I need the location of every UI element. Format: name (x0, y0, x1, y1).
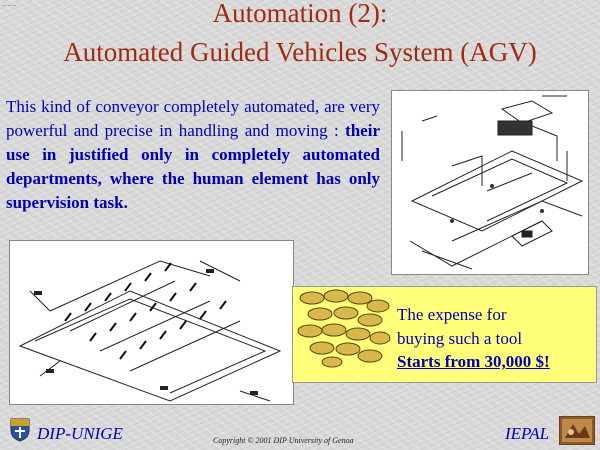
footer-iepal: IEPAL (505, 424, 550, 443)
page-title-line1: Automation (2): (212, 0, 388, 28)
body-text-regular: This kind of conveyor completely automat… (6, 97, 380, 140)
body-paragraph: This kind of conveyor completely automat… (6, 95, 380, 215)
coins-icon (296, 286, 391, 368)
cost-note-line2: buying such a tool (397, 329, 523, 348)
corner-tiny-label: — — — (2, 3, 17, 8)
iepal-logo-icon (558, 415, 596, 446)
cost-note-line3: Starts from 30,000 $! (397, 352, 550, 371)
agv-layout-figure-small (391, 90, 589, 275)
footer-copyright: Copyright © 2001 DIP University of Genoa (213, 436, 354, 445)
page-title-line2: Automated Guided Vehicles System (AGV) (63, 37, 537, 67)
body-text-bold: their use in justified only in completel… (6, 121, 380, 212)
university-shield-icon (10, 418, 30, 442)
agv-layout-figure-large (9, 240, 294, 405)
agv-layout-drawing-small (401, 95, 584, 270)
agv-layout-drawing-large (18, 260, 282, 402)
cost-note-line1: The expense for (397, 305, 507, 324)
footer-dip-unige: DIP-UNIGE (37, 424, 123, 443)
cost-note-box: The expense for buying such a tool Start… (292, 286, 597, 383)
